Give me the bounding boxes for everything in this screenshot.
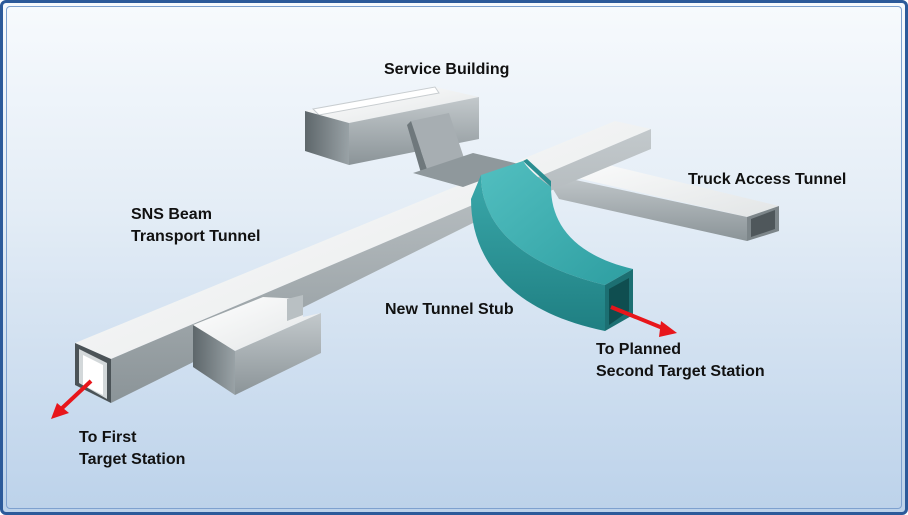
first-target-text-line2: Target Station	[79, 451, 186, 468]
beam-tunnel-text-line1: SNS Beam	[131, 206, 212, 223]
label-truck-access-tunnel: Truck Access Tunnel	[688, 169, 846, 191]
label-to-second-target-station: To Planned Second Target Station	[596, 339, 765, 383]
truck-access-tunnel-text: Truck Access Tunnel	[688, 171, 847, 188]
service-building	[305, 86, 479, 173]
second-target-text-line2: Second Target Station	[596, 363, 765, 380]
first-target-text-line1: To First	[79, 429, 137, 446]
label-service-building: Service Building	[384, 59, 509, 81]
second-target-text-line1: To Planned	[596, 341, 682, 358]
beam-tunnel-annex	[193, 295, 321, 395]
label-sns-beam-transport-tunnel: SNS Beam Transport Tunnel	[131, 204, 260, 248]
arrow-to-first-target	[51, 379, 93, 419]
service-building-text: Service Building	[384, 61, 510, 78]
label-new-tunnel-stub: New Tunnel Stub	[385, 299, 514, 321]
new-tunnel-stub-text: New Tunnel Stub	[385, 301, 514, 318]
beam-tunnel-text-line2: Transport Tunnel	[131, 228, 261, 245]
tunnel-model-illustration	[51, 86, 779, 419]
new-tunnel-stub	[471, 159, 633, 331]
arrow-to-second-target	[610, 305, 677, 337]
label-to-first-target-station: To First Target Station	[79, 427, 185, 471]
